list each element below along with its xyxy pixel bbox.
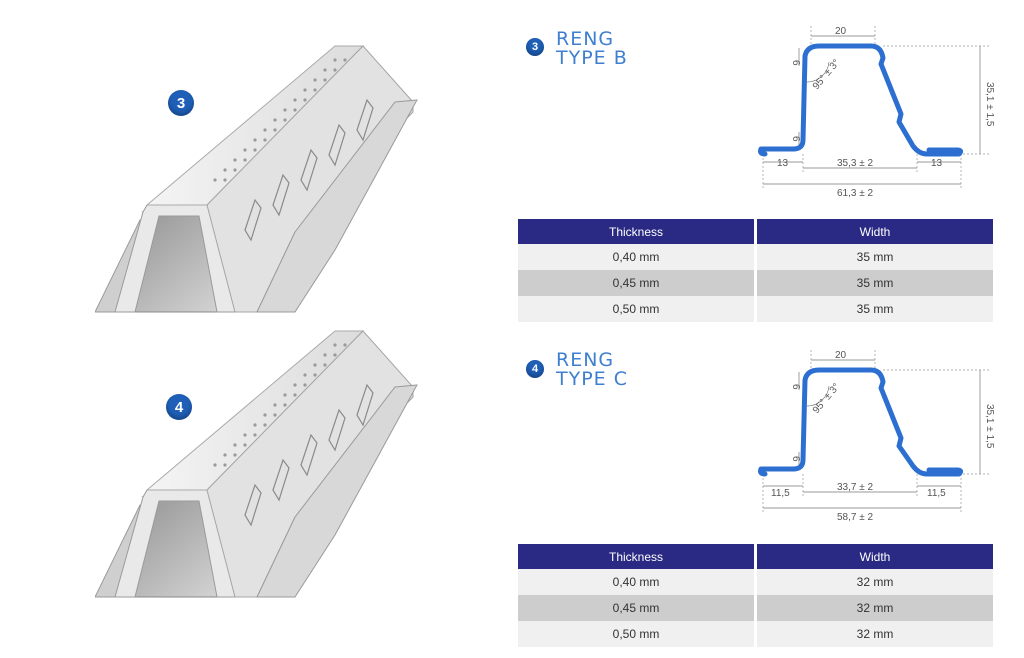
dim-base: 33,7 ± 2 [837,482,874,493]
table-header-thickness: Thickness [518,544,754,569]
dim-lip-bottom: 6 [790,456,801,462]
table-cell: 35 mm [757,296,993,322]
table-cell: 0,50 mm [518,296,754,322]
table-cell: 32 mm [757,621,993,647]
product-image-type-b [95,45,418,313]
section-number-badge: 4 [166,394,192,420]
table-header-width: Width [757,219,993,244]
dim-flange-left: 13 [777,158,789,169]
spec-table-type-c: Thickness Width 0,40 mm 32 mm 0,45 mm 32… [515,544,996,647]
heading-number-badge: 4 [526,360,544,378]
table-cell: 0,40 mm [518,244,754,270]
table-cell: 35 mm [757,270,993,296]
table-cell: 0,40 mm [518,569,754,595]
dim-lip-bottom: 6 [790,136,801,142]
dim-total: 58,7 ± 2 [837,512,874,523]
section-number-badge: 3 [168,90,194,116]
table-cell: 32 mm [757,569,993,595]
table-row: 0,45 mm 35 mm [518,270,993,296]
table-header-thickness: Thickness [518,219,754,244]
table-row: 0,45 mm 32 mm [518,595,993,621]
title-line-2: TYPE B [556,47,628,69]
table-cell: 0,45 mm [518,595,754,621]
table-cell: 0,45 mm [518,270,754,296]
table-cell: 0,50 mm [518,621,754,647]
dim-top: 20 [835,350,847,361]
table-cell: 32 mm [757,595,993,621]
product-image-type-c [95,330,418,598]
title-line-1: RENG [556,28,615,50]
table-row: 0,40 mm 35 mm [518,244,993,270]
section-title: RENG TYPE B [556,30,628,68]
heading-badge-number: 4 [531,363,539,375]
dim-lip-top: 6 [790,384,801,390]
dim-total: 61,3 ± 2 [837,188,874,199]
title-line-1: RENG [556,349,615,371]
title-line-2: TYPE C [556,368,628,390]
profile-drawing-type-c: 20 6 6 95° ± 3° 35,1 ± 1,5 11,5 33,7 ± 2… [758,350,995,523]
profile-drawing-type-b: 20 6 6 95° ± 3° 35,1 ± 1,5 13 35,3 ± 2 1… [758,26,995,199]
dim-top: 20 [835,26,847,37]
dim-base: 35,3 ± 2 [837,158,874,169]
spec-table-type-b: Thickness Width 0,40 mm 35 mm 0,45 mm 35… [515,219,996,322]
table-cell: 35 mm [757,244,993,270]
table-row: 0,40 mm 32 mm [518,569,993,595]
dim-flange-right: 13 [931,158,943,169]
dim-flange-left: 11,5 [771,488,790,499]
dim-flange-right: 11,5 [927,488,946,499]
section-title: RENG TYPE C [556,351,628,389]
dim-angle: 95° ± 3° [811,381,842,415]
dim-lip-top: 6 [790,60,801,66]
table-header-width: Width [757,544,993,569]
table-row: 0,50 mm 32 mm [518,621,993,647]
badge-number: 4 [174,398,184,416]
dim-height: 35,1 ± 1,5 [984,404,995,449]
badge-number: 3 [176,94,186,112]
dim-angle: 95° ± 3° [811,57,842,91]
heading-number-badge: 3 [526,38,544,56]
heading-badge-number: 3 [531,41,539,53]
dim-height: 35,1 ± 1,5 [984,82,995,127]
table-row: 0,50 mm 35 mm [518,296,993,322]
